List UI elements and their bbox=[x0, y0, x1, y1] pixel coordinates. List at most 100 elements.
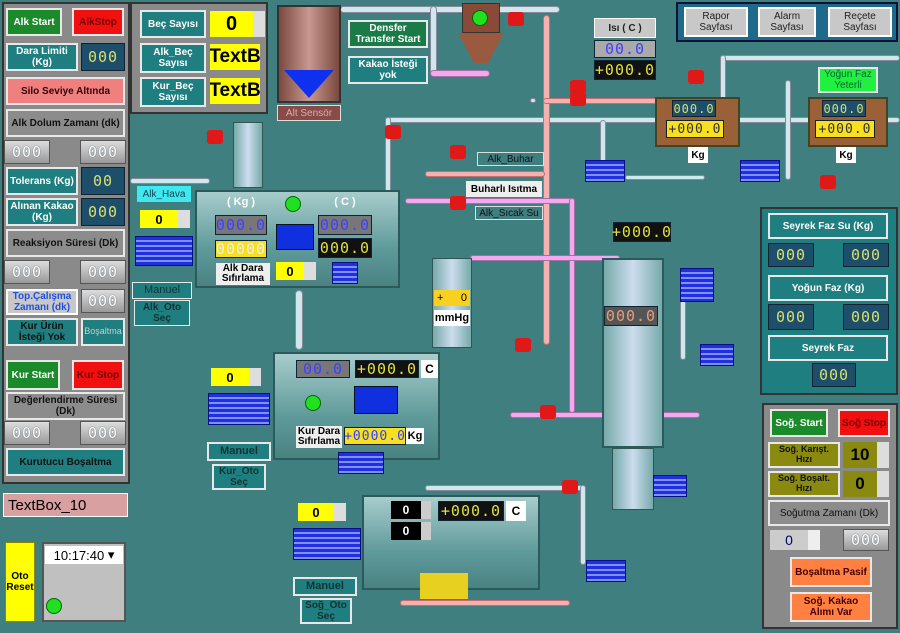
hopper-status-led bbox=[472, 10, 488, 26]
sog-start-button[interactable]: Soğ. Start bbox=[770, 409, 828, 437]
alk-dara-spinner[interactable]: 0 bbox=[276, 262, 316, 280]
kur-dara-sifirlama-button[interactable]: Kur Dara Sıfırlama bbox=[296, 426, 342, 448]
alk-start-button[interactable]: Alk Start bbox=[6, 8, 62, 36]
valve-icon[interactable] bbox=[207, 130, 223, 144]
pump-icon[interactable] bbox=[680, 268, 714, 302]
valve-icon[interactable] bbox=[508, 12, 524, 26]
alk-hava-spinner[interactable]: 0 bbox=[140, 210, 190, 228]
degerlendirme-label: Değerlendirme Süresi (Dk) bbox=[6, 392, 125, 420]
sogutma-zamani-label: Soğutma Zamanı (Dk) bbox=[768, 500, 890, 526]
pump-icon[interactable] bbox=[585, 160, 625, 182]
valve-icon[interactable] bbox=[570, 80, 586, 94]
alk-mixer-switch[interactable] bbox=[276, 224, 314, 250]
column-top-display: +000.0 bbox=[611, 222, 673, 242]
valve-icon[interactable] bbox=[570, 92, 586, 106]
bosaltma-pasif-button[interactable]: Boşaltma Pasif bbox=[790, 557, 872, 587]
pipe bbox=[785, 80, 791, 180]
sog-stop-button[interactable]: Soğ Stop bbox=[838, 409, 890, 437]
kur-stop-button[interactable]: Kur Stop bbox=[72, 360, 124, 390]
pipe bbox=[430, 6, 437, 76]
kur-spinner[interactable]: 0 bbox=[211, 368, 261, 386]
sog-value-1[interactable]: 0 bbox=[391, 501, 431, 519]
alk-kg-display-2: 00000 bbox=[215, 240, 267, 258]
sog-oto-sec-button[interactable]: Soğ_Oto Seç bbox=[300, 598, 352, 624]
densfer-transfer-start-button[interactable]: Densfer Transfer Start bbox=[348, 20, 428, 48]
valve-icon[interactable] bbox=[562, 480, 578, 494]
pipe bbox=[625, 175, 705, 180]
sog-manuel-button[interactable]: Manuel bbox=[293, 577, 357, 596]
kur-manuel-button[interactable]: Manuel bbox=[207, 442, 271, 461]
bec-sayisi-spinner[interactable]: 0 bbox=[210, 11, 265, 37]
sog-karist-hizi-spinner[interactable]: 10 bbox=[843, 442, 889, 468]
sog-value-2[interactable]: 0 bbox=[391, 522, 431, 540]
kurutucu-bosaltma-button[interactable]: Kurutucu Boşaltma bbox=[6, 448, 125, 476]
pipe bbox=[530, 98, 536, 103]
valve-icon[interactable] bbox=[385, 125, 401, 139]
pipe bbox=[543, 98, 663, 104]
valve-icon[interactable] bbox=[450, 145, 466, 159]
pipe bbox=[425, 171, 545, 177]
pump-icon[interactable] bbox=[653, 475, 687, 497]
pipe bbox=[430, 70, 490, 77]
recete-sayfasi-button[interactable]: Reçete Sayfası bbox=[828, 7, 892, 37]
kur-mixer-switch[interactable] bbox=[354, 386, 398, 414]
column-cone bbox=[612, 448, 654, 510]
silo-seviye-status: Silo Seviye Altında bbox=[6, 77, 125, 105]
clock-value: 10:17:40 bbox=[53, 547, 105, 563]
kur-oto-sec-button[interactable]: Kur_Oto Seç bbox=[212, 464, 266, 490]
sog-pump-icon[interactable] bbox=[420, 573, 468, 599]
alk-oto-sec-button[interactable]: Alk_Oto Seç bbox=[134, 300, 190, 326]
bosaltma-button[interactable]: Boşaltma bbox=[81, 318, 125, 346]
kur-motor-icon[interactable] bbox=[208, 393, 270, 425]
buharli-isitma-label: Buharlı Isıtma bbox=[466, 181, 542, 197]
alk-dara-sifirlama-button[interactable]: Alk Dara Sıfırlama bbox=[216, 263, 270, 285]
valve-icon[interactable] bbox=[450, 196, 466, 210]
pump-icon[interactable] bbox=[740, 160, 780, 182]
kur-start-button[interactable]: Kur Start bbox=[6, 360, 60, 390]
clock-dropdown[interactable]: 10:17:40 ▾ bbox=[45, 546, 123, 564]
reaksiyon-display-2: 000 bbox=[80, 260, 126, 284]
tank-1-display-1: 000.0 bbox=[672, 100, 716, 117]
alk-dolum-display-2: 000 bbox=[80, 140, 126, 164]
tank-1-display-2: +000.0 bbox=[666, 120, 724, 138]
valve-icon[interactable] bbox=[540, 405, 556, 419]
sogutma-zamani-spinner[interactable]: 0 bbox=[770, 530, 820, 550]
oto-reset-button[interactable]: Oto Reset bbox=[5, 542, 35, 622]
sog-display: +000.0 bbox=[438, 501, 504, 521]
seyrek-faz-su-display-2: 000 bbox=[843, 243, 889, 267]
alk-manuel-button[interactable]: Manuel bbox=[132, 282, 192, 299]
sog-bosalt-hizi-spinner[interactable]: 0 bbox=[843, 471, 889, 497]
valve-icon[interactable] bbox=[820, 175, 836, 189]
tank-2-display-2: +000.0 bbox=[815, 120, 875, 138]
valve-icon[interactable] bbox=[688, 70, 704, 84]
column-display: 000.0 bbox=[604, 306, 658, 326]
column bbox=[602, 258, 664, 448]
cabinet-status-led bbox=[46, 598, 62, 614]
alarm-sayfasi-button[interactable]: Alarm Sayfası bbox=[758, 7, 816, 37]
textbox-10[interactable]: TextBox_10 bbox=[3, 493, 128, 517]
kur-display-2: +000.0 bbox=[355, 360, 419, 378]
pipe bbox=[425, 485, 585, 491]
tank-2-unit: Kg bbox=[836, 147, 856, 163]
seyrek-faz-label: Seyrek Faz bbox=[768, 335, 888, 361]
rapor-sayfasi-button[interactable]: Rapor Sayfası bbox=[684, 7, 748, 37]
sog-motor-icon[interactable] bbox=[293, 528, 361, 560]
bec-sayisi-label: Beç Sayısı bbox=[140, 10, 206, 38]
pump-icon[interactable] bbox=[586, 560, 626, 582]
pipe bbox=[405, 198, 575, 204]
tank-1-unit: Kg bbox=[688, 147, 708, 163]
alk-hava-label: Alk_Hava bbox=[137, 186, 191, 202]
vacuum-unit: mmHg bbox=[434, 310, 470, 326]
sog-spinner[interactable]: 0 bbox=[298, 503, 346, 521]
alk-stop-button[interactable]: AlkStop bbox=[72, 8, 124, 36]
pump-icon[interactable] bbox=[338, 452, 384, 474]
sog-bosalt-hizi-label: Soğ. Boşalt. Hızı bbox=[768, 471, 840, 497]
alt-sensor-indicator: Alt Sensör bbox=[277, 105, 341, 121]
alk-sicak-su-label: Alk_Sıcak Su bbox=[475, 206, 543, 220]
pump-icon[interactable] bbox=[700, 344, 734, 366]
pump-icon[interactable] bbox=[332, 262, 358, 284]
alk-motor-icon[interactable] bbox=[135, 236, 193, 266]
vacuum-value: 0 bbox=[460, 292, 467, 304]
valve-icon[interactable] bbox=[515, 338, 531, 352]
seyrek-faz-su-label: Seyrek Faz Su (Kg) bbox=[768, 213, 888, 239]
